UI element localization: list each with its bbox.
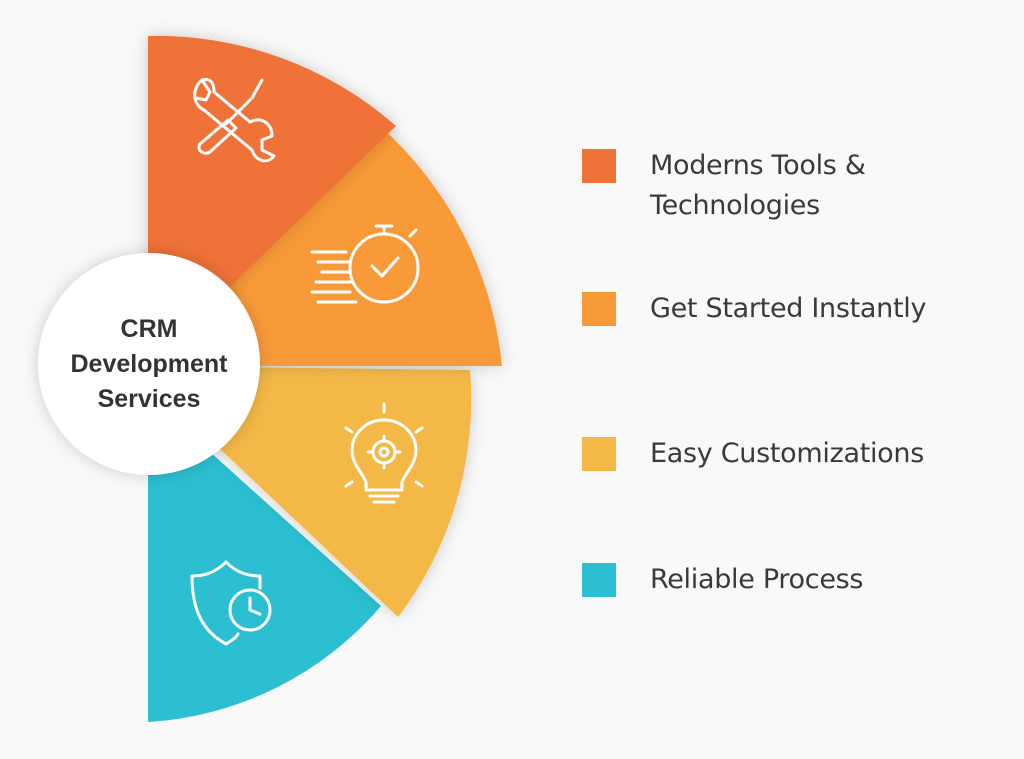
legend-swatch [582, 292, 616, 326]
center-label: CRM Development Services [38, 253, 260, 475]
legend-item-moderns-tools: Moderns Tools & Technologies [582, 146, 866, 226]
legend-item-get-started: Get Started Instantly [582, 289, 926, 329]
legend-label: Get Started Instantly [650, 293, 927, 324]
wrench-screwdriver-icon [193, 78, 276, 163]
legend-label: Reliable Process [650, 564, 864, 595]
segment-reliable-process [148, 396, 381, 722]
legend-item-reliable-process: Reliable Process [582, 560, 863, 600]
center-circle [38, 253, 260, 475]
legend-label: Moderns Tools & Technologies [650, 150, 866, 221]
legend-item-easy-customizations: Easy Customizations [582, 434, 924, 474]
legend-swatch [582, 437, 616, 471]
shield-clock-icon [190, 560, 272, 646]
lightbulb-gear-icon [344, 402, 424, 504]
legend-swatch [582, 563, 616, 597]
center-label-line: Services [97, 384, 201, 413]
stopwatch-icon [310, 224, 420, 304]
legend-swatch [582, 149, 616, 183]
center-label-line: Development [70, 349, 228, 378]
center-label-line: CRM [120, 314, 178, 343]
legend-label: Easy Customizations [650, 438, 924, 469]
